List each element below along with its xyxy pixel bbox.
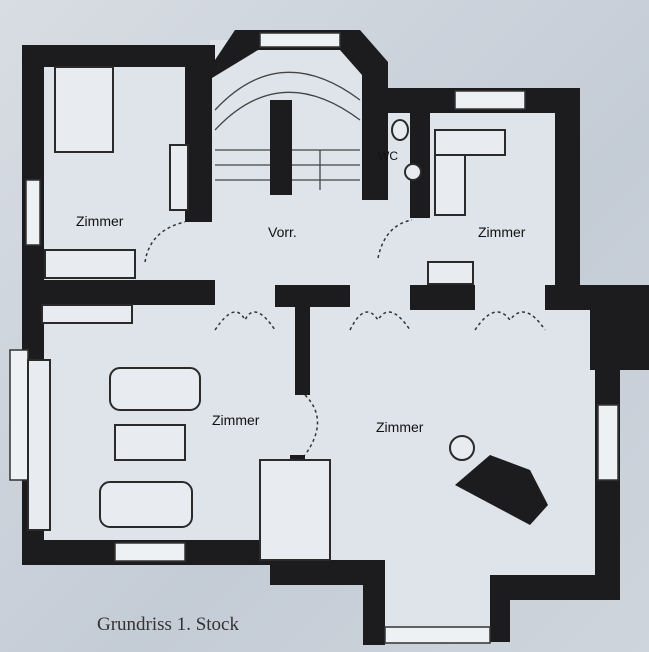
doors [144,219,546,456]
radiator [41,304,133,324]
room-label-top-right: Zimmer [478,224,526,240]
room-label-top-left: Zimmer [76,213,124,229]
radiator [27,359,51,531]
plan-caption: Grundriss 1. Stock [97,614,239,635]
room-label-wc: WC [378,149,398,163]
room-label-bottom-left: Zimmer [212,412,260,428]
walls [22,30,649,645]
furniture [44,66,548,561]
room-label-bottom-right: Zimmer [376,419,424,435]
windows [9,32,619,644]
room-label-hall: Vorr. [268,224,297,240]
staircase [214,71,361,190]
